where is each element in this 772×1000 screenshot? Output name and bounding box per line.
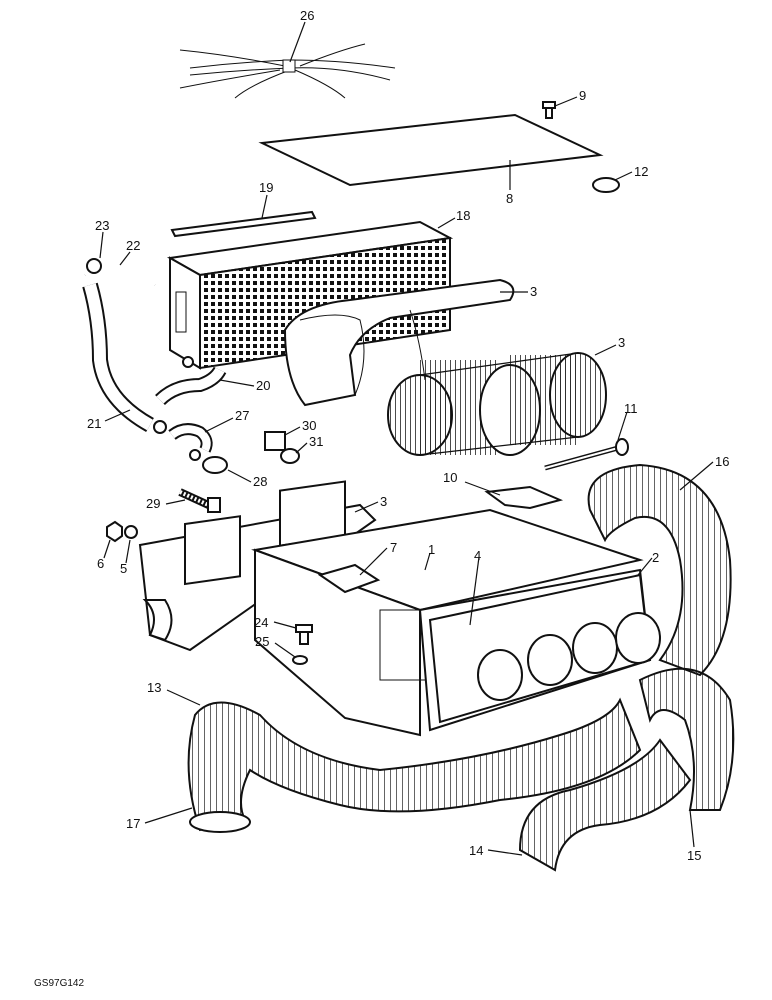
callout-15: 15 xyxy=(687,848,701,863)
callout-19: 19 xyxy=(259,180,273,195)
callout-25: 25 xyxy=(255,634,269,649)
callout-8: 8 xyxy=(506,191,513,206)
callout-3-top: 3 xyxy=(530,284,537,299)
callout-26: 26 xyxy=(300,8,314,23)
heater-hoses xyxy=(80,258,227,434)
callout-18: 18 xyxy=(456,208,470,223)
control-knob xyxy=(280,448,300,464)
mounting-bracket xyxy=(484,485,564,510)
callout-13: 13 xyxy=(147,680,161,695)
valve-fittings xyxy=(168,423,228,474)
screw xyxy=(542,101,556,119)
case-screw xyxy=(295,624,313,645)
callout-28: 28 xyxy=(253,474,267,489)
wiring-harness xyxy=(179,43,396,99)
duct-15 xyxy=(638,667,735,811)
callout-3-fan: 3 xyxy=(618,335,625,350)
leader-lines xyxy=(99,21,714,856)
callout-labels: 26 9 12 8 19 18 23 22 3 3 20 21 11 27 30… xyxy=(87,8,729,863)
fixing-pin xyxy=(544,438,629,471)
blower-fan xyxy=(387,352,607,456)
grommet xyxy=(592,177,620,193)
fan-housing-upper xyxy=(283,278,515,407)
callout-7: 7 xyxy=(390,540,397,555)
duct-14 xyxy=(518,738,692,872)
hex-nut xyxy=(106,520,123,543)
callout-31: 31 xyxy=(309,434,323,449)
callout-5: 5 xyxy=(120,561,127,576)
callout-20: 20 xyxy=(256,378,270,393)
callout-2: 2 xyxy=(652,550,659,565)
seal-strip xyxy=(170,210,317,238)
callout-30: 30 xyxy=(302,418,316,433)
callout-4: 4 xyxy=(474,548,481,563)
callout-24: 24 xyxy=(254,615,268,630)
resistor-block xyxy=(264,431,286,451)
bolt xyxy=(178,488,221,513)
callout-14: 14 xyxy=(469,843,483,858)
cover-plate xyxy=(258,113,604,187)
callout-10: 10 xyxy=(443,470,457,485)
callout-29: 29 xyxy=(146,496,160,511)
callout-6: 6 xyxy=(97,556,104,571)
callout-22: 22 xyxy=(126,238,140,253)
callout-21: 21 xyxy=(87,416,101,431)
case-washer xyxy=(292,655,308,665)
outlet-panel xyxy=(428,573,661,724)
callout-1: 1 xyxy=(428,542,435,557)
duct-16 xyxy=(587,463,732,677)
callout-23: 23 xyxy=(95,218,109,233)
hose-clip xyxy=(189,811,251,833)
heater-matrix xyxy=(166,220,454,370)
callout-9: 9 xyxy=(579,88,586,103)
callout-11: 11 xyxy=(624,401,638,416)
washer xyxy=(124,525,138,539)
callout-3-lower: 3 xyxy=(380,494,387,509)
figure-code: GS97G142 xyxy=(34,978,85,989)
callout-16: 16 xyxy=(715,454,729,469)
callout-27: 27 xyxy=(235,408,249,423)
callout-12: 12 xyxy=(634,164,648,179)
callout-17: 17 xyxy=(126,816,140,831)
